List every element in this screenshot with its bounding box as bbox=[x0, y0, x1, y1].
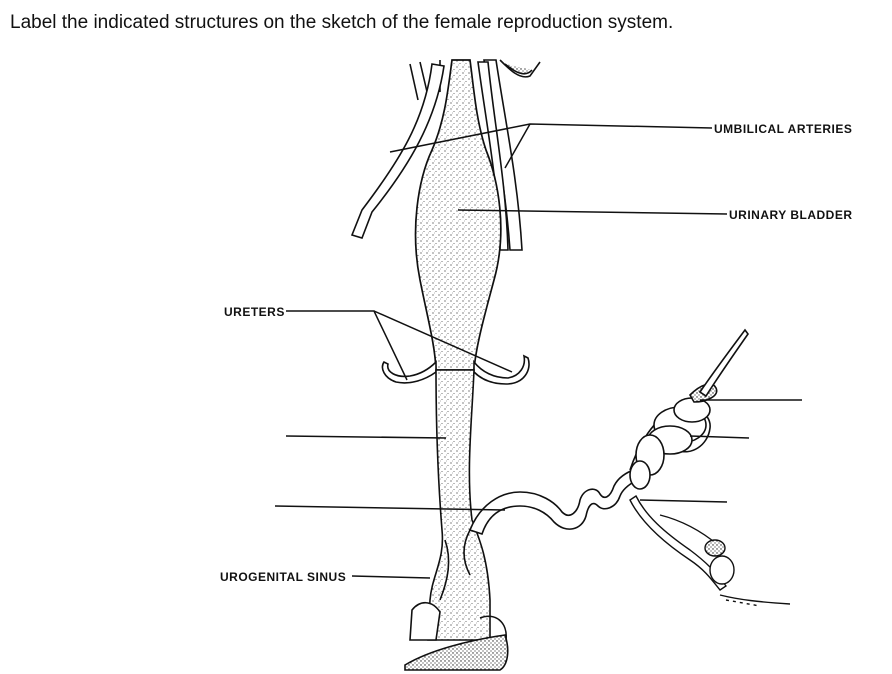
ureters bbox=[381, 354, 530, 385]
instruction-text: Label the indicated structures on the sk… bbox=[10, 12, 674, 33]
umbilical-artery-left bbox=[350, 63, 445, 239]
label-urogenital-sinus: UROGENITAL SINUS bbox=[220, 570, 347, 584]
umbilical-artery-right bbox=[477, 59, 523, 251]
ovary-ligament bbox=[629, 494, 791, 607]
urethra-vagina bbox=[409, 369, 491, 641]
coiled-oviduct bbox=[629, 328, 749, 490]
label-urinary-bladder: URINARY BLADDER bbox=[729, 208, 853, 222]
uterine-horn bbox=[468, 467, 648, 536]
urogenital-sinus-base bbox=[404, 615, 509, 671]
pointer-lines bbox=[274, 123, 802, 579]
label-ureters: URETERS bbox=[224, 305, 285, 319]
label-umbilical-arteries: UMBILICAL ARTERIES bbox=[714, 122, 853, 136]
